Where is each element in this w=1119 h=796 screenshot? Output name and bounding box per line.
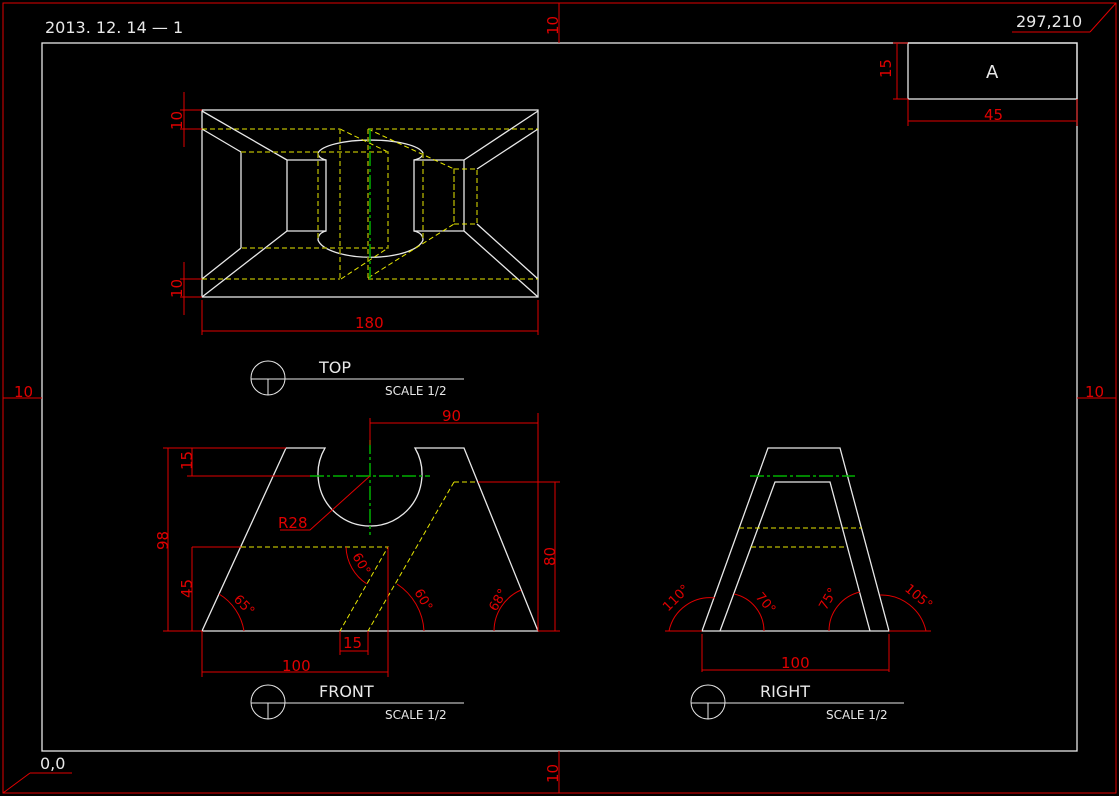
right-angle-105: 105° [901,582,935,614]
front-dim-15-bottom: 15 [343,634,362,652]
title-block-height-dim: 15 [877,59,895,78]
front-dim-45: 45 [178,579,196,598]
front-dim-radius: R28 [278,514,308,532]
top-dim-band-bottom: 10 [168,279,186,298]
top-view-title: TOP [318,358,351,377]
front-dim-15-top: 15 [178,451,196,470]
right-view[interactable] [665,447,931,672]
front-view-scale: SCALE 1/2 [385,708,447,722]
right-view-scale: SCALE 1/2 [826,708,888,722]
front-dim-100: 100 [282,657,311,675]
margin-right-label: 10 [1085,383,1104,401]
margin-left-label: 10 [14,383,33,401]
title-block [893,42,1078,126]
title-block-letter: A [986,62,999,83]
right-angle-110: 110° [660,582,693,615]
top-view-scale: SCALE 1/2 [385,384,447,398]
sheet-size-label: 297,210 [1016,12,1082,31]
margin-bottom-label: 10 [544,764,562,783]
right-dim-100: 100 [781,654,810,672]
margin-top-label: 10 [544,16,562,35]
top-view-symbol-icon [250,360,464,396]
origin-label: 0,0 [40,754,65,773]
front-angle-60-inner: 60° [349,551,374,578]
right-view-symbol-icon [690,684,904,720]
front-view-title: FRONT [319,682,374,701]
title-block-width-dim: 45 [984,106,1003,124]
right-view-title: RIGHT [760,682,810,701]
top-view[interactable] [180,92,539,335]
front-dim-98: 98 [154,531,172,550]
top-dim-width: 180 [355,314,384,332]
front-dim-80: 80 [541,547,559,566]
front-view[interactable] [163,413,560,677]
right-angle-75: 75° [816,586,841,613]
front-dim-90: 90 [442,407,461,425]
front-view-symbol-icon [250,684,464,720]
right-angle-70: 70° [752,590,778,617]
front-angle-68: 68° [486,587,511,614]
front-angle-65: 65° [230,592,257,619]
date-label: 2013. 12. 14 — 1 [45,18,183,37]
front-angle-60: 60° [411,587,436,614]
top-dim-band-top: 10 [168,111,186,130]
